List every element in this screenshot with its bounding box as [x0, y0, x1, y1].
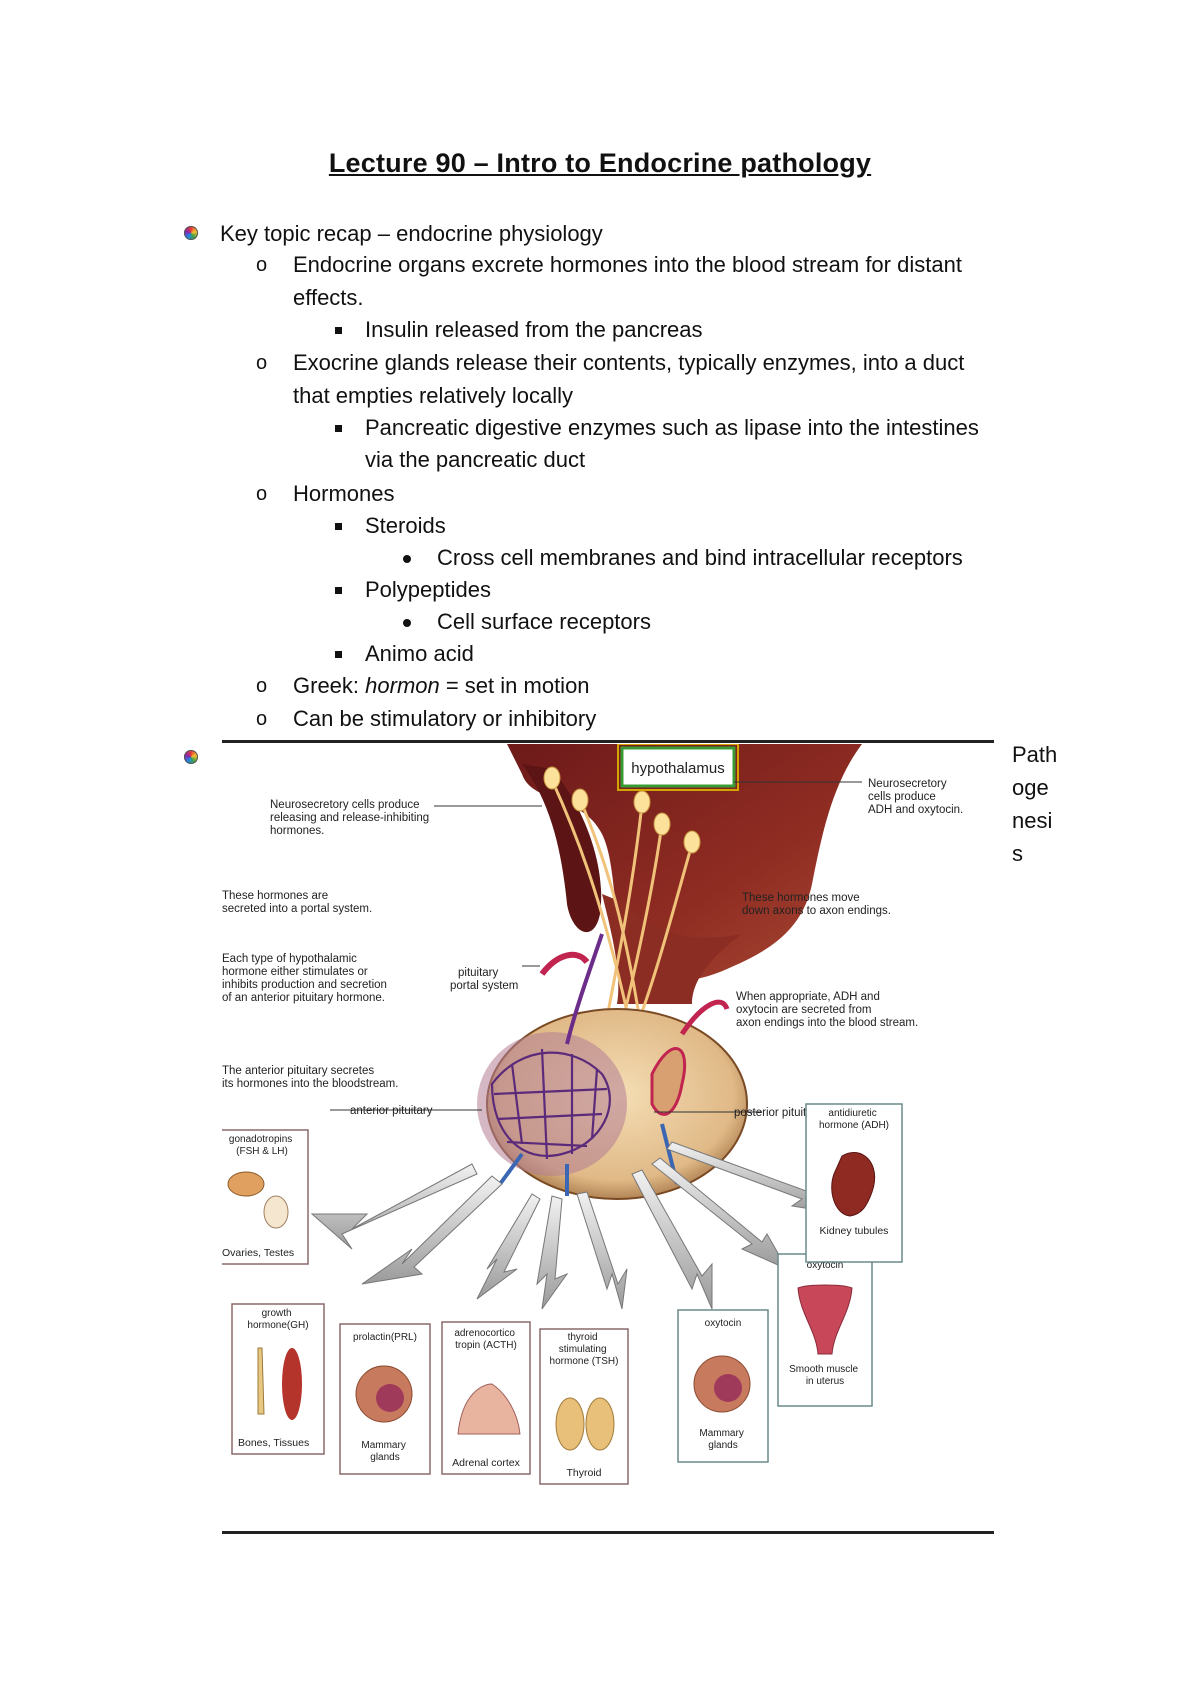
- side-label-line: Path: [1012, 742, 1058, 767]
- list-item-greek: Greek: hormon = set in motion: [293, 670, 590, 702]
- label-pituitary-portal: pituitary portal system: [450, 967, 518, 992]
- uterus-icon: [797, 1284, 853, 1355]
- square-bullet-icon: [335, 587, 342, 594]
- square-bullet-icon: [335, 651, 342, 658]
- sub-item: Animo acid: [365, 641, 474, 666]
- circle-bullet-icon: o: [256, 675, 268, 697]
- endocrine-diagram: hypothalamus Neurosecreto: [222, 744, 963, 1485]
- box-gonadotropins: gonadotropins (FSH & LH) Ovaries, Testes: [222, 1129, 309, 1265]
- label-anterior-pituitary: anterior pituitary: [350, 1105, 433, 1117]
- sub-sub-item: Cell surface receptors: [437, 609, 651, 634]
- hypothalamus-label: hypothalamus: [631, 760, 724, 777]
- greek-suffix: = set in motion: [439, 673, 590, 698]
- muscle-icon: [282, 1348, 302, 1420]
- svg-text:thyroid stimulating: thyroid stimulating hormone (TSH): [550, 1332, 619, 1367]
- square-bullet-icon: [335, 425, 342, 432]
- round-bullet-icon: [403, 555, 411, 563]
- adrenal-cortex-icon: [457, 1383, 521, 1435]
- note-move-down-axons: These hormones move down axons to axon e…: [742, 892, 891, 917]
- section-heading: Key topic recap – endocrine physiology: [220, 221, 603, 246]
- posterior-lobe: [650, 1047, 687, 1116]
- list-item: Can be stimulatory or inhibitory: [293, 706, 597, 731]
- sub-item: Steroids: [365, 513, 446, 538]
- note-neurosecretory-right: Neurosecretory cells produce ADH and oxy…: [868, 778, 963, 816]
- greek-prefix: Greek:: [293, 673, 366, 698]
- note-adh-oxytocin-secreted: When appropriate, ADH and oxytocin are s…: [736, 991, 918, 1029]
- divider-bottom: [222, 1531, 994, 1534]
- hormone-arrows: [310, 1141, 844, 1310]
- testis-icon: [263, 1195, 289, 1229]
- sub-item: Pancreatic digestive enzymes such as lip…: [365, 415, 979, 440]
- svg-text:prolactin(PRL): prolactin(PRL): [353, 1332, 417, 1343]
- svg-text:growth hormone(GH): growth hormone(GH): [247, 1308, 308, 1331]
- divider-top: [222, 740, 994, 743]
- svg-text:oxytocin: oxytocin: [807, 1260, 844, 1271]
- infundibulum: [602, 894, 742, 1004]
- ovary-icon: [227, 1171, 265, 1197]
- box-acth: adrenocortico tropin (ACTH) Adrenal cort…: [441, 1321, 531, 1475]
- svg-text:oxytocin: oxytocin: [705, 1318, 742, 1329]
- rainbow-bullet-icon: [184, 226, 198, 240]
- circle-bullet-icon: o: [256, 352, 268, 374]
- kidney-icon: [831, 1151, 876, 1217]
- portal-vessel: [565, 933, 604, 1045]
- neuron-cell-bodies: [543, 766, 701, 854]
- svg-text:Kidney tubules: Kidney tubules: [820, 1225, 889, 1237]
- sub-sub-item: Cross cell membranes and bind intracellu…: [437, 545, 963, 570]
- svg-text:gonadotropins (FSH & LH): gonadotropins (FSH & LH): [229, 1134, 295, 1157]
- hypothalamus-label-box: [620, 746, 736, 788]
- sub-item: Insulin released from the pancreas: [365, 317, 703, 342]
- box-adh: antidiuretic hormone (ADH) Kidney tubule…: [805, 1103, 903, 1263]
- list-item-continuation: effects.: [293, 285, 364, 310]
- page-title: Lecture 90 – Intro to Endocrine patholog…: [328, 148, 872, 178]
- list-item-continuation: that empties relatively locally: [293, 383, 574, 408]
- list-item: Hormones: [293, 481, 395, 506]
- svg-text:Bones, Tissues: Bones, Tissues: [238, 1437, 309, 1449]
- greek-word: hormon: [365, 673, 440, 698]
- side-label-line: s: [1012, 841, 1023, 866]
- thyroid-icon: [555, 1397, 585, 1451]
- svg-text:antidiuretic hormone (AD: antidiuretic hormone (ADH): [819, 1108, 889, 1131]
- hypothalamus-tissue: [507, 744, 862, 981]
- box-tsh: thyroid stimulating hormone (TSH) Thyroi…: [539, 1328, 629, 1485]
- label-posterior-pituitary: posterior pituitary: [734, 1107, 822, 1119]
- box-prolactin: prolactin(PRL) Mammary glands: [339, 1323, 431, 1475]
- svg-text:Mammary glands: Mammary glands: [699, 1428, 746, 1451]
- box-oxytocin-uterus: oxytocin Smooth muscle in uterus: [777, 1253, 873, 1407]
- circle-bullet-icon: o: [256, 708, 268, 730]
- box-growth-hormone: growth hormone(GH) Bones, Tissues: [231, 1303, 325, 1455]
- note-neurosecretory-left: Neurosecretory cells produce releasing a…: [270, 799, 432, 837]
- circle-bullet-icon: o: [256, 254, 268, 276]
- square-bullet-icon: [335, 523, 342, 530]
- side-label-line: nesi: [1012, 808, 1053, 833]
- anterior-capillary-network: [490, 1048, 611, 1160]
- side-label-line: oge: [1012, 775, 1049, 800]
- note-hypothalamic-hormone: Each type of hypothalamic hormone either…: [222, 953, 390, 1004]
- svg-text:Thyroid: Thyroid: [566, 1467, 601, 1479]
- svg-text:Ovaries, Testes: Ovaries, Testes: [222, 1247, 294, 1259]
- sub-item: Polypeptides: [365, 577, 491, 602]
- list-item: Exocrine glands release their contents, …: [293, 350, 965, 375]
- square-bullet-icon: [335, 327, 342, 334]
- rainbow-bullet-icon: [184, 750, 198, 764]
- round-bullet-icon: [403, 619, 411, 627]
- blood-vessel-red: [539, 951, 590, 976]
- bone-icon: [257, 1347, 265, 1415]
- circle-bullet-icon: o: [256, 483, 268, 505]
- sub-item-continuation: via the pancreatic duct: [365, 447, 586, 472]
- svg-text:Mammary glands: Mammary glands: [361, 1440, 408, 1463]
- side-label: Path oge nesi s: [1012, 738, 1082, 870]
- note-portal-system: These hormones are secreted into a porta…: [222, 890, 372, 915]
- hypothalamus-fold: [522, 764, 602, 933]
- svg-text:Adrenal cortex: Adrenal cortex: [452, 1457, 520, 1469]
- note-anterior-secretes: The anterior pituitary secretes its horm…: [222, 1065, 398, 1090]
- svg-text:adrenocortico tropin (AC: adrenocortico tropin (ACTH): [454, 1328, 517, 1351]
- list-item: Endocrine organs excrete hormones into t…: [293, 252, 962, 277]
- svg-text:Smooth muscle in uterus: Smooth muscle in uterus: [789, 1364, 861, 1387]
- box-oxytocin-mammary: oxytocin Mammary glands: [677, 1309, 769, 1463]
